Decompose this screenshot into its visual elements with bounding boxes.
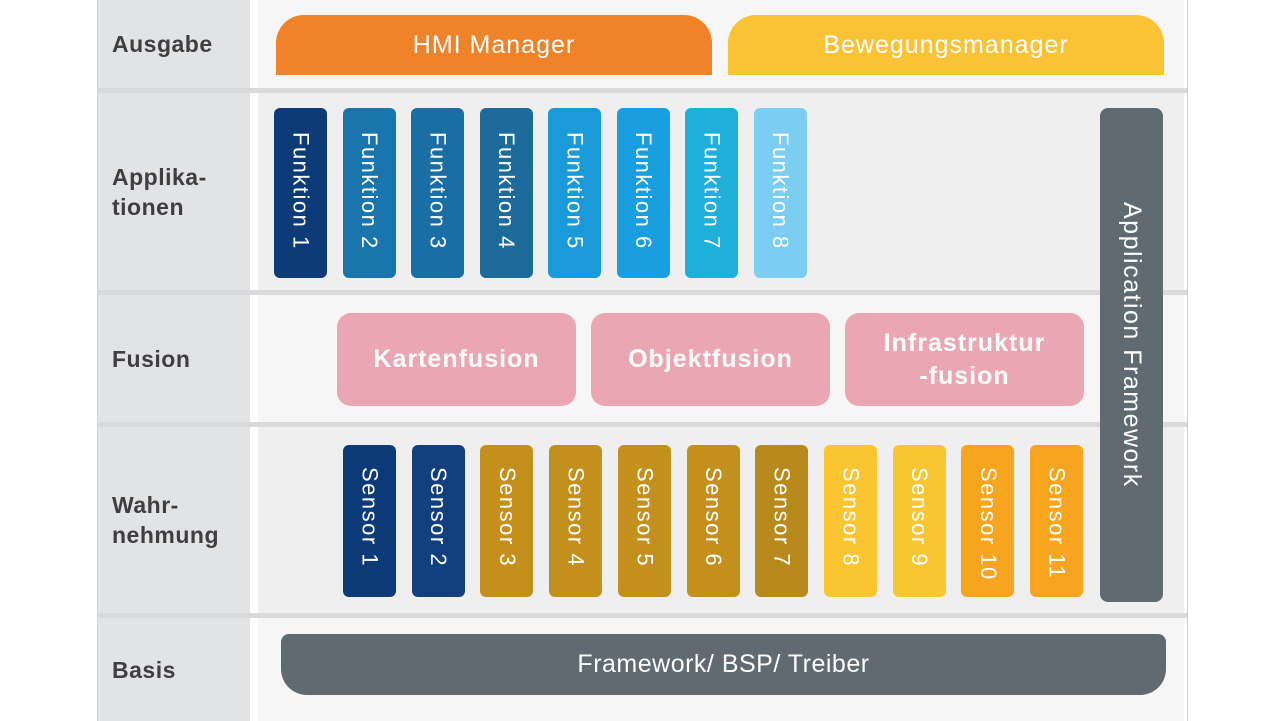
hmi-manager-block: HMI Manager — [276, 15, 712, 75]
layer-divider — [98, 290, 1187, 295]
function-label: Funktion 2 — [357, 132, 382, 250]
function-label: Funktion 3 — [425, 132, 451, 250]
sensor-label: Sensor 1 — [357, 467, 383, 568]
fusion-box-objektfusion: Objektfusion — [591, 313, 830, 406]
application-framework-bar: Application Framework — [1100, 108, 1163, 602]
layer-label-basis: Basis — [98, 618, 250, 721]
sensor-block-5: Sensor 5 — [617, 445, 671, 597]
layer-divider — [98, 613, 1187, 618]
sensor-block-9: Sensor 9 — [892, 445, 946, 597]
fusion-box-infrastrukturfusion: Infrastruktur -fusion — [845, 313, 1084, 406]
layer-label-ausgabe: Ausgabe — [98, 0, 250, 88]
function-block-2: Funktion 2 — [342, 108, 396, 278]
sensor-label: Sensor 2 — [426, 467, 452, 568]
sensor-label: Sensor 6 — [701, 467, 726, 568]
sensor-block-10: Sensor 10 — [961, 445, 1015, 597]
sensor-label: Sensor 3 — [494, 467, 520, 568]
function-label: Funktion 7 — [699, 132, 725, 250]
sensor-label: Sensor 4 — [563, 467, 589, 568]
function-label: Funktion 8 — [768, 132, 793, 250]
sensor-block-2: Sensor 2 — [411, 445, 465, 597]
sensor-label: Sensor 5 — [632, 467, 658, 568]
function-block-6: Funktion 6 — [616, 108, 670, 278]
sensor-label: Sensor 9 — [907, 467, 933, 568]
function-label: Funktion 4 — [494, 132, 519, 250]
function-block-5: Funktion 5 — [548, 108, 601, 278]
function-block-7: Funktion 7 — [685, 108, 738, 278]
sensor-label: Sensor 7 — [769, 467, 795, 568]
function-block-8: Funktion 8 — [753, 108, 807, 278]
sensor-block-11: Sensor 11 — [1030, 445, 1083, 597]
fusion-box-kartenfusion: Kartenfusion — [337, 313, 576, 406]
sensor-block-3: Sensor 3 — [480, 445, 534, 597]
function-block-4: Funktion 4 — [479, 108, 533, 278]
sensor-label: Sensor 10 — [975, 467, 1001, 581]
function-label: Funktion 6 — [631, 132, 656, 250]
sensor-block-7: Sensor 7 — [755, 445, 809, 597]
architecture-diagram: Ausgabe HMI Manager Bewegungsmanager App… — [97, 0, 1188, 721]
layer-label-fusion: Fusion — [98, 295, 250, 422]
function-block-1: Funktion 1 — [274, 108, 327, 278]
sensor-block-8: Sensor 8 — [823, 445, 877, 597]
layer-label-applikationen: Applika- tionen — [98, 93, 250, 290]
function-label: Funktion 5 — [562, 132, 588, 250]
layer-label-wahrnehmung: Wahr- nehmung — [98, 427, 250, 613]
sensor-label: Sensor 8 — [838, 467, 864, 568]
function-label: Funktion 1 — [288, 132, 314, 250]
sensor-block-6: Sensor 6 — [686, 445, 740, 597]
bewegungsmanager-block: Bewegungsmanager — [728, 15, 1164, 75]
sensor-block-1: Sensor 1 — [343, 445, 396, 597]
layer-divider — [98, 422, 1187, 427]
framework-bsp-treiber-bar: Framework/ BSP/ Treiber — [281, 634, 1166, 695]
function-block-3: Funktion 3 — [411, 108, 464, 278]
sensor-label: Sensor 11 — [1044, 467, 1070, 580]
sensor-block-4: Sensor 4 — [549, 445, 603, 597]
layer-divider — [98, 88, 1187, 93]
